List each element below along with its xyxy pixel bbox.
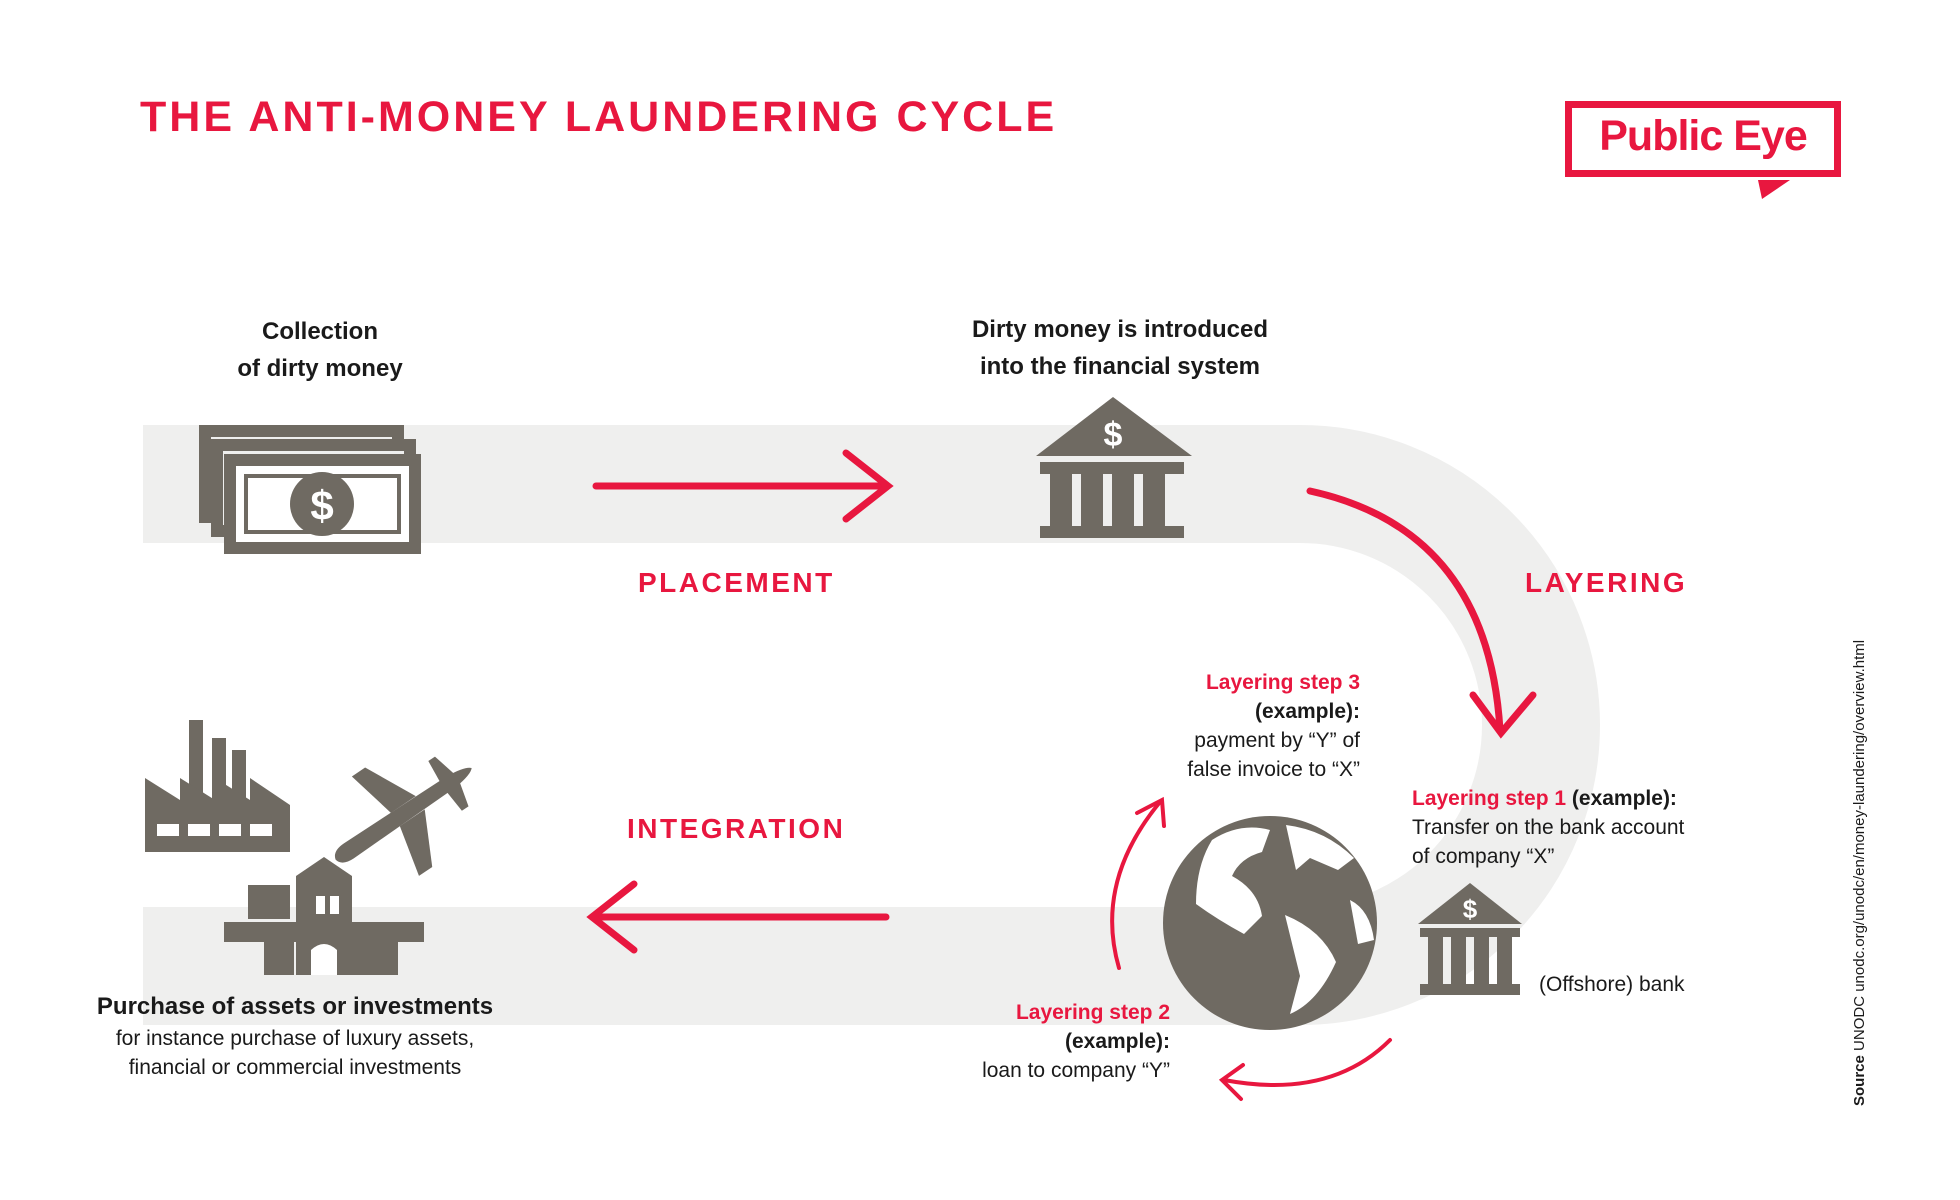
purchase-line1: for instance purchase of luxury assets,: [115, 1027, 475, 1050]
offshore-bank-label: (Offshore) bank: [1539, 973, 1685, 996]
public-eye-logo: Public Eye: [1565, 101, 1841, 177]
introduced-line2: into the financial system: [979, 353, 1261, 380]
airplane-icon: [334, 756, 472, 876]
purchase-label: Purchase of assets or investments for in…: [60, 990, 530, 1082]
step1-example: (example):: [1566, 787, 1677, 810]
purchase-heading: Purchase of assets or investments: [96, 993, 494, 1020]
layering-step-2: Layering step 2 (example): loan to compa…: [900, 998, 1170, 1085]
stage-layering: LAYERING: [1525, 567, 1688, 598]
svg-text:$: $: [1104, 416, 1123, 454]
bank-icon: $: [1036, 397, 1192, 538]
globe-icon: [1163, 816, 1377, 1030]
cycle-path: [143, 425, 1600, 1025]
stage-integration: INTEGRATION: [627, 813, 846, 844]
introduced-label: Dirty money is introduced into the finan…: [920, 311, 1320, 385]
svg-text:$: $: [310, 482, 333, 529]
step1-line2: of company “X”: [1412, 845, 1555, 868]
source-url: UNODC unodc.org/unodc/en/money-launderin…: [1851, 639, 1868, 1051]
house-icon: [224, 857, 424, 975]
step2-example: (example):: [1064, 1030, 1170, 1053]
step2-to-step3-arrow: [1110, 796, 1166, 970]
factory-icon: [145, 720, 290, 852]
placement-arrow: [592, 449, 894, 523]
layering-step-3: Layering step 3 (example): payment by “Y…: [1100, 668, 1360, 784]
logo-text: Public Eye: [1599, 112, 1807, 160]
collection-label: Collection of dirty money: [160, 313, 480, 387]
step2-label: Layering step 2: [1015, 1001, 1170, 1024]
step3-line2: false invoice to “X”: [1187, 758, 1360, 781]
logo-tail: [1758, 180, 1790, 199]
collection-line1: Collection: [261, 318, 378, 345]
step3-label: Layering step 3: [1205, 671, 1360, 694]
banknotes-icon: $: [199, 425, 421, 554]
step3-line1: payment by “Y” of: [1194, 729, 1360, 752]
layering-step-1: Layering step 1 (example): Transfer on t…: [1412, 784, 1684, 871]
purchase-line2: financial or commercial investments: [128, 1056, 462, 1079]
layering-arrow: [1306, 487, 1537, 739]
page-title: THE ANTI-MONEY LAUNDERING CYCLE: [140, 93, 1058, 141]
offshore-bank-icon: $: [1418, 883, 1522, 995]
step1-line1: Transfer on the bank account: [1412, 816, 1685, 839]
step1-to-step2-arrow: [1218, 1038, 1392, 1101]
collection-line2: of dirty money: [237, 355, 403, 382]
step1-label: Layering step 1: [1412, 787, 1567, 810]
step2-line1: loan to company “Y”: [982, 1059, 1170, 1082]
stage-placement: PLACEMENT: [638, 567, 835, 598]
introduced-line1: Dirty money is introduced: [971, 316, 1269, 343]
step3-example: (example):: [1254, 700, 1360, 723]
source-label: Source: [1851, 1055, 1868, 1106]
integration-arrow: [586, 880, 890, 954]
source-note: Source UNODC unodc.org/unodc/en/money-la…: [1851, 640, 1868, 1106]
svg-text:$: $: [1463, 894, 1478, 924]
